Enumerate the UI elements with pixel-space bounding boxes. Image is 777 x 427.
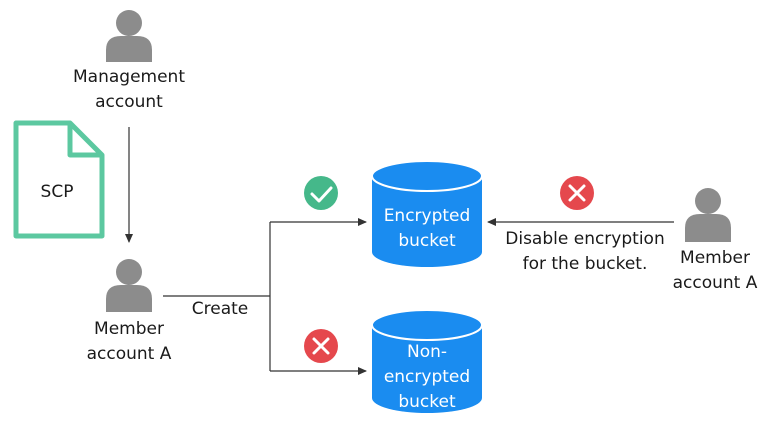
non-encrypted-bucket-label: Non- encrypted bucket [383, 342, 471, 412]
cross-icon [304, 329, 338, 363]
management-account-label: Management account [73, 67, 185, 112]
create-label: Create [191, 299, 249, 319]
member-account-right-label: Member account A [672, 248, 758, 293]
user-icon [106, 10, 152, 62]
user-icon [685, 188, 731, 242]
document-icon [13, 120, 105, 239]
encrypted-bucket-label: Encrypted bucket [383, 206, 471, 251]
check-icon [304, 176, 338, 210]
member-account-left-label: Member account A [86, 319, 172, 364]
database-icon [371, 160, 483, 267]
database-icon [371, 309, 483, 413]
user-icon [106, 259, 152, 312]
scp-label: SCP [40, 182, 74, 202]
cross-icon [560, 176, 594, 210]
disable-encryption-label: Disable encryption for the bucket. [505, 229, 665, 274]
